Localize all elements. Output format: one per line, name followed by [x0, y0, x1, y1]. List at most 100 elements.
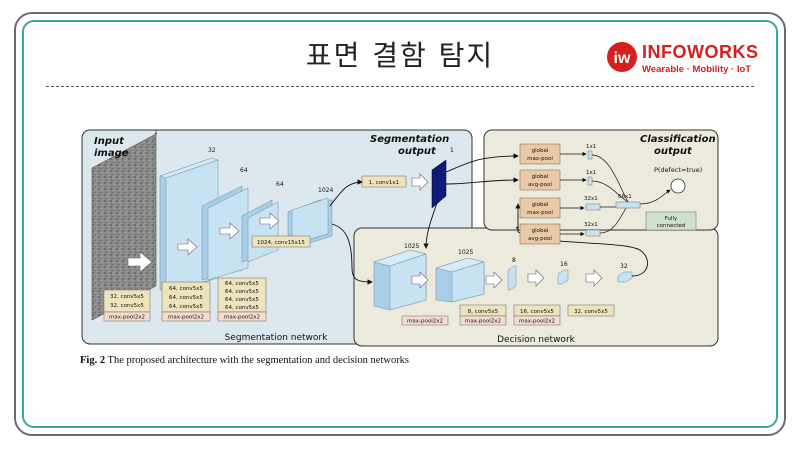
svg-text:avg-pool: avg-pool	[528, 236, 552, 242]
pool-size-1: 1x1	[586, 144, 596, 150]
dec-flow-arrow-3	[527, 269, 545, 287]
pool-box-4: global avg-pool	[519, 223, 561, 245]
pool-vector-3	[585, 203, 601, 211]
svg-text:max-pool2x2: max-pool2x2	[109, 315, 145, 321]
company-logo: iw INFOWORKS Wearable · Mobility · IoT	[606, 40, 766, 80]
svg-text:global: global	[532, 174, 549, 180]
dec-block-8	[507, 265, 517, 291]
pool-size-4: 32x1	[584, 222, 598, 228]
connector-segout-avgpool	[445, 177, 519, 185]
decision-network-label: Decision network	[497, 335, 576, 345]
seg-block-1024	[287, 197, 333, 247]
pool-vector-1	[587, 150, 593, 160]
svg-text:32, conv5x5: 32, conv5x5	[574, 309, 608, 315]
title-divider	[46, 86, 754, 87]
logo-mark-text: iw	[614, 50, 631, 67]
logo-mark-icon: iw	[607, 42, 637, 72]
seg-network-label: Segmentation network	[225, 333, 328, 343]
concat-size: 66x1	[618, 194, 632, 200]
connector-seg-to-decision	[331, 223, 373, 285]
dec-channels-16: 16	[560, 261, 568, 268]
seg-output-map	[431, 159, 447, 209]
dec-block-1025b	[435, 257, 485, 303]
figure-caption: Fig. 2 The proposed architecture with th…	[80, 355, 409, 366]
svg-text:64, conv5x5: 64, conv5x5	[225, 297, 259, 303]
seg-label-block-1: 32, conv5x5 32, conv5x5 max-pool2x2	[103, 289, 151, 322]
svg-text:64, conv5x5: 64, conv5x5	[225, 305, 259, 311]
connector-dec-avgpool	[515, 225, 519, 232]
dec-channels-1025a: 1025	[404, 243, 419, 250]
caption-text: The proposed architecture with the segme…	[107, 355, 410, 366]
dec-label-block-2: 8, conv5x5 max-pool2x2	[459, 304, 507, 326]
svg-text:1, conv1x1: 1, conv1x1	[369, 180, 399, 186]
svg-text:32, conv5x5: 32, conv5x5	[110, 303, 144, 309]
class-output-label-2: output	[654, 146, 693, 157]
output-neuron	[670, 178, 686, 194]
seg-output-label-1: Segmentation	[370, 134, 449, 145]
dec-block-32	[617, 271, 633, 283]
svg-text:max-pool: max-pool	[527, 210, 553, 216]
svg-text:Fully: Fully	[665, 216, 678, 222]
logo-name: INFOWORKS	[642, 42, 759, 62]
seg-output-channels: 1	[450, 147, 454, 154]
svg-text:max-pool2x2: max-pool2x2	[407, 319, 443, 325]
svg-text:64, conv5x5: 64, conv5x5	[225, 281, 259, 287]
svg-text:max-pool2x2: max-pool2x2	[519, 319, 555, 325]
flow-arrow-4	[259, 212, 280, 230]
connector-concat-out	[639, 189, 671, 205]
connector-to-conv1x1	[329, 179, 363, 207]
svg-text:max-pool2x2: max-pool2x2	[224, 315, 260, 321]
input-image	[91, 133, 157, 321]
svg-text:16, conv5x5: 16, conv5x5	[520, 309, 554, 315]
seg-channels-1024: 1024	[318, 187, 333, 194]
prob-label: P(defect=true)	[654, 166, 702, 174]
seg-channels-32: 32	[208, 147, 216, 154]
seg-channels-64a: 64	[240, 167, 248, 174]
svg-text:global: global	[532, 202, 549, 208]
seg-label-block-3: 64, conv5x5 64, conv5x5 64, conv5x5 64, …	[217, 277, 267, 322]
svg-text:max-pool2x2: max-pool2x2	[465, 319, 501, 325]
dec-label-block-1: max-pool2x2	[401, 315, 449, 326]
flow-arrow-2	[177, 238, 198, 256]
dec-flow-arrow-4	[585, 269, 603, 287]
dec-block-16	[557, 269, 569, 285]
svg-text:global: global	[532, 228, 549, 234]
svg-text:avg-pool: avg-pool	[528, 182, 552, 188]
svg-text:32, conv5x5: 32, conv5x5	[110, 294, 144, 300]
seg-channels-64b: 64	[276, 181, 284, 188]
dec-flow-arrow-2	[485, 271, 503, 289]
dec-channels-8: 8	[512, 257, 516, 264]
seg-label-block-2: 64, conv5x5 64, conv5x5 64, conv5x5 max-…	[161, 281, 211, 322]
pool-size-2: 1x1	[586, 170, 596, 176]
svg-text:max-pool2x2: max-pool2x2	[168, 315, 204, 321]
concat-vector	[615, 201, 641, 209]
svg-text:connected: connected	[657, 223, 686, 229]
slide-outer-frame	[14, 12, 786, 436]
pool-vector-4	[585, 229, 601, 237]
pool-size-3: 32x1	[584, 196, 598, 202]
pool-box-1: global max-pool	[519, 143, 561, 165]
logo-tagline: Wearable · Mobility · IoT	[642, 64, 752, 75]
svg-text:global: global	[532, 148, 549, 154]
class-output-label-1: Classification	[640, 134, 716, 145]
pool-vector-2	[587, 176, 593, 186]
seg-conv15-label: 1024, conv15x15	[251, 235, 311, 248]
seg-output-label-2: output	[398, 146, 437, 157]
caption-label: Fig. 2	[80, 355, 106, 366]
flow-arrow-3	[219, 222, 240, 240]
slide-title: 표면 결함 탐지	[305, 39, 495, 72]
flow-arrow-1	[127, 251, 153, 273]
svg-text:64, conv5x5: 64, conv5x5	[169, 295, 203, 301]
input-label-2: image	[94, 148, 129, 159]
svg-text:max-pool: max-pool	[527, 156, 553, 162]
svg-text:8, conv5x5: 8, conv5x5	[468, 309, 499, 315]
pool-box-3: global max-pool	[519, 197, 561, 219]
architecture-diagram: Input image 1 32 64 64 1024 32, conv5x5 …	[81, 129, 719, 347]
svg-text:64, conv5x5: 64, conv5x5	[169, 304, 203, 310]
svg-text:1024, conv15x15: 1024, conv15x15	[257, 240, 305, 246]
connector-segout-to-decision	[423, 199, 439, 249]
input-channels: 1	[154, 129, 158, 136]
dec-label-block-3: 16, conv5x5 max-pool2x2	[513, 304, 561, 326]
fc-box: Fully connected	[645, 211, 697, 231]
seg-conv1x1-label: 1, conv1x1	[361, 175, 407, 188]
